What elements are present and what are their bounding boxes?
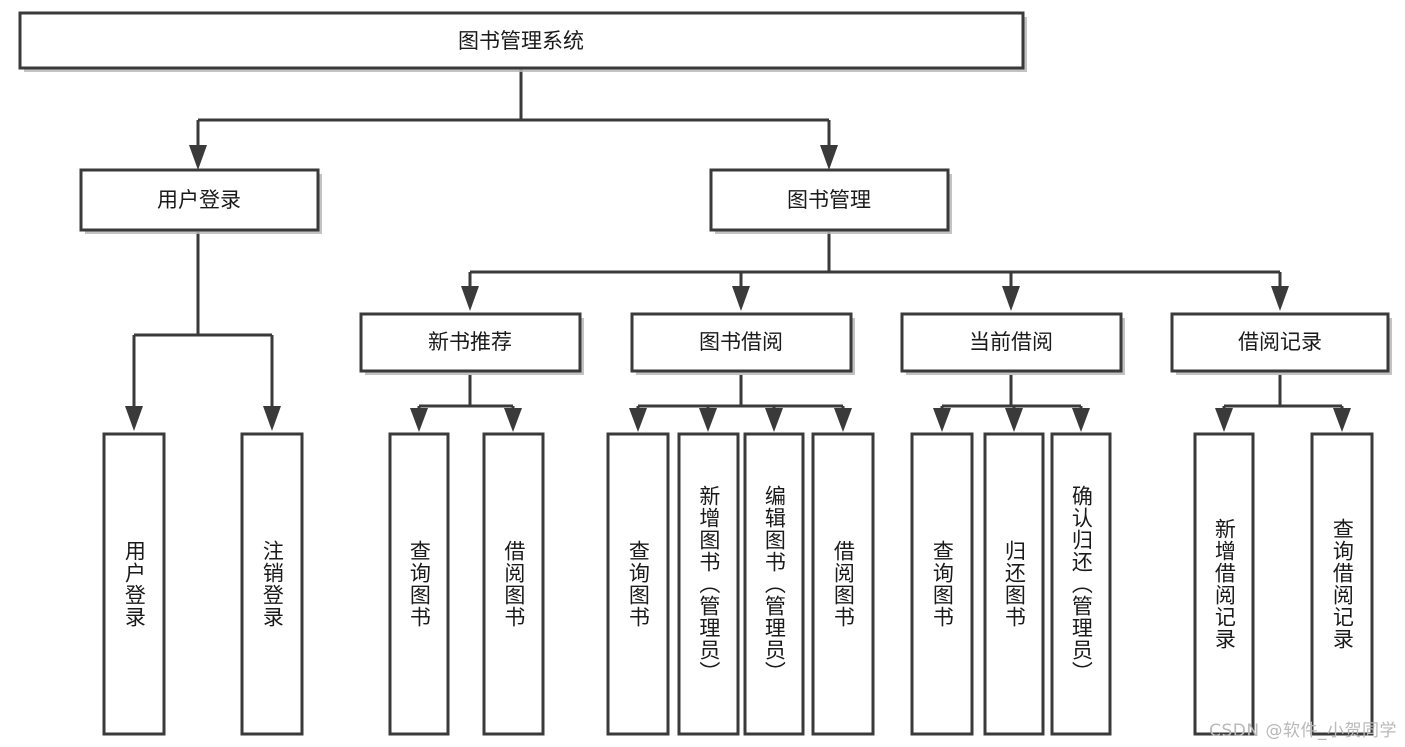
- arrow-head-icon: [410, 408, 428, 432]
- node-rect[interactable]: [709, 168, 950, 232]
- leaf-rect-4[interactable]: [482, 432, 545, 736]
- node-book-borrow[interactable]: 图书借阅: [630, 312, 855, 375]
- arrow-head-icon: [263, 406, 281, 431]
- arrow-head-icon: [765, 408, 783, 432]
- arrow-head-icon: [1271, 286, 1289, 311]
- arrow-head-icon: [461, 286, 479, 311]
- node-label-new-book-recommend: 新书推荐: [428, 330, 512, 354]
- leaf-rect-12[interactable]: [1193, 432, 1255, 736]
- node-root[interactable]: 图书管理系统: [18, 11, 1027, 72]
- arrow-head-icon: [1005, 408, 1023, 432]
- watermark-text: CSDN @软件_小贺同学: [1209, 721, 1397, 741]
- arrow-head-icon: [732, 286, 750, 311]
- arrow-head-icon: [1215, 408, 1233, 432]
- node-rect[interactable]: [359, 312, 582, 373]
- arrow-heads: [125, 145, 1351, 432]
- arrow-head-icon: [629, 408, 647, 432]
- node-label-user-login: 用户登录: [157, 188, 241, 212]
- leaf-rect-2[interactable]: [240, 432, 304, 736]
- node-label-current-borrow: 当前借阅: [969, 330, 1053, 354]
- arrow-head-icon: [189, 145, 207, 170]
- node-rect[interactable]: [79, 168, 320, 232]
- node-rect[interactable]: [630, 312, 853, 373]
- leaf-rect-11[interactable]: [1050, 432, 1112, 736]
- node-new-book-recommend[interactable]: 新书推荐: [359, 312, 584, 375]
- node-book-management[interactable]: 图书管理: [709, 168, 952, 234]
- node-rect[interactable]: [18, 11, 1025, 70]
- leaf-boxes: [102, 432, 1374, 736]
- node-label-book-borrow: 图书借阅: [699, 330, 783, 354]
- node-rect[interactable]: [900, 312, 1123, 373]
- leaf-rect-3[interactable]: [388, 432, 450, 736]
- arrow-head-icon: [1002, 286, 1020, 311]
- leaf-rect-9[interactable]: [910, 432, 974, 736]
- leaf-rect-5[interactable]: [606, 432, 670, 736]
- leaf-rect-8[interactable]: [811, 432, 875, 736]
- leaf-rect-10[interactable]: [983, 432, 1045, 736]
- arrow-head-icon: [1072, 408, 1090, 432]
- arrow-head-icon: [504, 408, 522, 432]
- node-label-book-management: 图书管理: [787, 188, 871, 212]
- leaf-rect-13[interactable]: [1310, 432, 1374, 736]
- node-label-borrow-record: 借阅记录: [1238, 330, 1322, 354]
- arrow-head-icon: [699, 408, 717, 432]
- arrow-head-icon: [933, 408, 951, 432]
- arrow-head-icon: [1333, 408, 1351, 432]
- arrow-head-icon: [125, 406, 143, 431]
- node-current-borrow[interactable]: 当前借阅: [900, 312, 1125, 375]
- node-borrow-record[interactable]: 借阅记录: [1170, 312, 1392, 375]
- arrow-head-icon: [820, 145, 838, 170]
- node-rect[interactable]: [1170, 312, 1390, 373]
- arrow-head-icon: [834, 408, 852, 432]
- leaf-rect-1[interactable]: [102, 432, 166, 736]
- leaf-rect-6[interactable]: [677, 432, 740, 736]
- leaf-rect-7[interactable]: [743, 432, 805, 736]
- node-user-login[interactable]: 用户登录: [79, 168, 322, 234]
- node-label-root: 图书管理系统: [458, 29, 584, 53]
